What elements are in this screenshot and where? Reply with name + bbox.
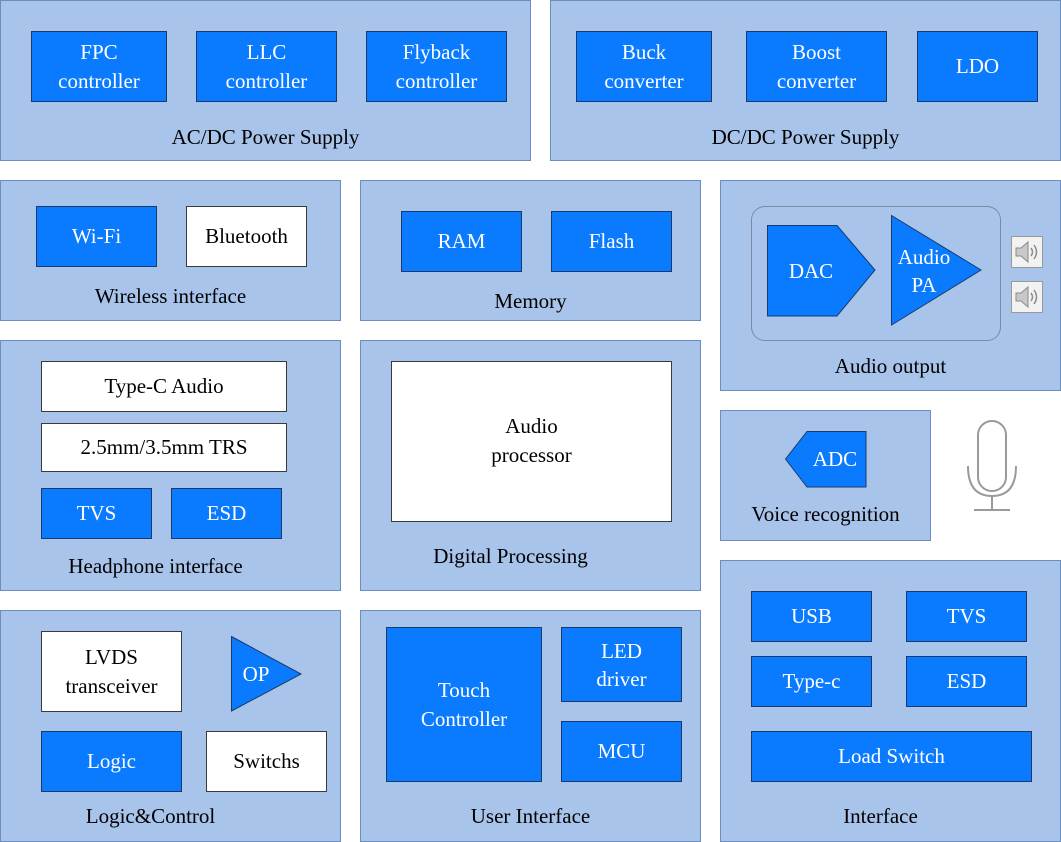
switchs-block: Switchs <box>206 731 327 792</box>
type-c-block: Type-c <box>751 656 872 707</box>
headphone-panel-label: Headphone interface <box>68 554 243 578</box>
trs-jack-block: 2.5mm/3.5mm TRS <box>41 423 287 472</box>
audio-processor-block: Audio processor <box>391 361 672 522</box>
buck-converter-block: Buck converter <box>576 31 712 102</box>
ac-dc-power-supply-panel: FPC controller LLC controller Flyback co… <box>0 0 531 161</box>
audio-chain-group <box>751 206 1001 341</box>
voice-recognition-panel: ADC Voice recognition <box>720 410 931 541</box>
ram-block: RAM <box>401 211 522 272</box>
flyback-controller-block: Flyback controller <box>366 31 507 102</box>
microphone-icon <box>967 420 1017 511</box>
usb-block: USB <box>751 591 872 642</box>
speaker-icon <box>1011 281 1043 313</box>
logic-control-panel: LVDS transceiver OP Logic Switchs Logic&… <box>0 610 341 842</box>
boost-converter-block: Boost converter <box>746 31 887 102</box>
op-amp-shape <box>231 635 303 712</box>
fpc-controller-block: FPC controller <box>31 31 167 102</box>
audio-pa-shape <box>891 214 982 326</box>
dc-dc-panel-label: DC/DC Power Supply <box>711 125 900 149</box>
speaker-icon <box>1011 236 1043 268</box>
audio-output-panel-label: Audio output <box>834 354 947 378</box>
digital-processing-panel-label: Digital Processing <box>433 544 588 568</box>
interface-panel: USB TVS Type-c ESD Load Switch Interface <box>720 560 1061 842</box>
wifi-block: Wi-Fi <box>36 206 157 267</box>
voice-recognition-panel-label: Voice recognition <box>751 502 900 526</box>
adc-label: ADC <box>812 447 858 471</box>
touch-controller-block: Touch Controller <box>386 627 542 782</box>
dac-shape <box>767 225 876 317</box>
llc-controller-block: LLC controller <box>196 31 337 102</box>
led-driver-block: LED driver <box>561 627 682 702</box>
interface-panel-label: Interface <box>843 804 918 828</box>
logic-block: Logic <box>41 731 182 792</box>
user-interface-panel: Touch Controller LED driver MCU User Int… <box>360 610 701 842</box>
adc-shape <box>784 431 867 488</box>
lvds-transceiver-block: LVDS transceiver <box>41 631 182 712</box>
ac-dc-panel-label: AC/DC Power Supply <box>171 125 360 149</box>
ldo-block: LDO <box>917 31 1038 102</box>
dc-dc-power-supply-panel: Buck converter Boost converter LDO DC/DC… <box>550 0 1061 161</box>
load-switch-block: Load Switch <box>751 731 1032 782</box>
op-amp-label: OP <box>242 661 270 686</box>
interface-esd-block: ESD <box>906 656 1027 707</box>
digital-processing-panel: Audio processor Digital Processing <box>360 340 701 591</box>
bluetooth-block: Bluetooth <box>186 206 307 267</box>
logic-control-panel-label: Logic&Control <box>85 804 216 828</box>
wireless-interface-panel: Wi-Fi Bluetooth Wireless interface <box>0 180 341 321</box>
audio-pa-label: Audio PA <box>897 245 951 297</box>
type-c-audio-block: Type-C Audio <box>41 361 287 412</box>
memory-panel: RAM Flash Memory <box>360 180 701 321</box>
mcu-block: MCU <box>561 721 682 782</box>
memory-panel-label: Memory <box>494 289 567 313</box>
tvs-block: TVS <box>41 488 152 539</box>
flash-block: Flash <box>551 211 672 272</box>
headphone-interface-panel: Type-C Audio 2.5mm/3.5mm TRS TVS ESD Hea… <box>0 340 341 591</box>
user-interface-panel-label: User Interface <box>470 804 591 828</box>
audio-output-panel: DAC Audio PA Audio output <box>720 180 1061 391</box>
interface-tvs-block: TVS <box>906 591 1027 642</box>
dac-label: DAC <box>788 258 834 283</box>
esd-block: ESD <box>171 488 282 539</box>
wireless-panel-label: Wireless interface <box>94 284 247 308</box>
